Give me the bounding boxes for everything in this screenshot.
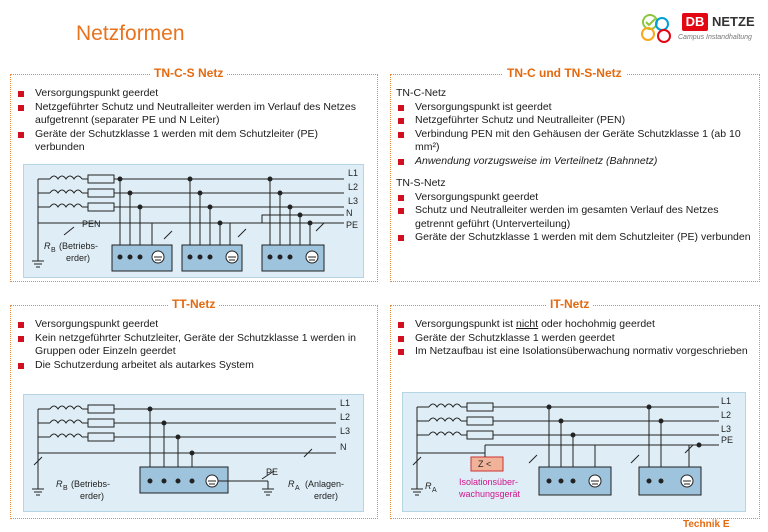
list-item: Geräte der Schutzklasse 1 werden mit dem… (16, 128, 368, 155)
line-label: L1 (721, 396, 731, 406)
it-list: Versorgungspunkt ist nicht oder hochohmi… (396, 318, 754, 359)
monitor-label: Z < (478, 459, 491, 469)
tncs-list: Versorgungspunkt geerdet Netzgeführter S… (16, 87, 368, 155)
footer-label: Technik E (683, 519, 730, 530)
list-item: Versorgungspunkt ist geerdet (396, 101, 754, 115)
tnc-heading: TN-C-Netz (396, 87, 447, 99)
tt-list: Versorgungspunkt geerdet Kein netzgeführ… (16, 318, 368, 372)
it-section: IT-Netz (390, 297, 760, 519)
line-label: L3 (340, 426, 350, 436)
svg-text:B: B (63, 485, 68, 492)
svg-text:R: R (425, 481, 432, 491)
list-item: Versorgungspunkt geerdet (396, 191, 754, 205)
line-label: L1 (340, 398, 350, 408)
line-label: L2 (348, 182, 358, 192)
pen-label: PEN (82, 219, 101, 229)
list-item: Versorgungspunkt geerdet (16, 87, 368, 101)
list-item: Die Schutzerdung arbeitet als autarkes S… (16, 359, 368, 373)
it-diagram: L1 L2 L3 PE Z < R A Isolationsüber- wach… (402, 392, 746, 512)
transformer-coils (37, 175, 83, 223)
line-label: N (340, 442, 347, 452)
line-label: L2 (721, 410, 731, 420)
svg-text:wachungsgerät: wachungsgerät (458, 489, 521, 499)
list-item: Schutz und Neutralleiter werden im gesam… (396, 204, 754, 231)
svg-text:(Anlagen-: (Anlagen- (305, 479, 344, 489)
list-item: Geräte der Schutzklasse 1 werden geerdet (396, 332, 754, 346)
list-item: Kein netzgeführter Schutzleiter, Geräte … (16, 332, 368, 359)
tncs-title: TN-C-S Netz (150, 66, 228, 80)
line-label: L1 (348, 168, 358, 178)
line-label: N (346, 208, 353, 218)
line-label: PE (721, 435, 733, 445)
svg-text:erder): erder) (80, 491, 104, 501)
svg-text:(Betriebs-: (Betriebs- (71, 479, 110, 489)
line-label: PE (346, 220, 358, 230)
svg-text:(Betriebs-: (Betriebs- (59, 241, 98, 251)
tt-diagram: L1 L2 L3 N PE R B (Betriebs- erder) R A … (23, 394, 364, 512)
tncs-section: TN-C-S Netz (10, 66, 378, 282)
list-item: Geräte der Schutzklasse 1 werden mit dem… (396, 231, 754, 245)
svg-text:erder): erder) (314, 491, 338, 501)
svg-text:Isolationsüber-: Isolationsüber- (459, 477, 518, 487)
it-title: IT-Netz (546, 297, 594, 311)
campus-logo-icon (641, 14, 671, 43)
svg-text:A: A (432, 487, 437, 494)
db-logo: DB (682, 13, 708, 31)
svg-text:R: R (288, 479, 295, 489)
list-item: Versorgungspunkt ist nicht oder hochohmi… (396, 318, 754, 332)
list-item: Versorgungspunkt geerdet (16, 318, 368, 332)
netze-logo-text: NETZE (712, 14, 755, 29)
tnc-tns-title: TN-C und TN-S-Netz (503, 66, 626, 80)
line-label: L3 (348, 196, 358, 206)
list-item: Verbindung PEN mit den Gehäusen der Gerä… (396, 128, 754, 155)
tt-section: TT-Netz (10, 297, 378, 519)
list-item: Netzgeführter Schutz und Neutralleiter w… (16, 101, 368, 128)
tncs-diagram: L1 L2 L3 N PE PEN R B (Betriebs- erder) (23, 164, 364, 278)
list-item: Netzgeführter Schutz und Neutralleiter (… (396, 114, 754, 128)
svg-text:B: B (51, 247, 56, 254)
logo-subtitle: Campus Instandhaltung (678, 34, 752, 41)
svg-text:erder): erder) (66, 253, 90, 263)
svg-text:R: R (56, 479, 63, 489)
tnc-tns-list: TN-C-Netz Versorgungspunkt ist geerdet N… (396, 87, 754, 245)
line-label: L2 (340, 412, 350, 422)
tns-heading: TN-S-Netz (396, 177, 446, 189)
list-item: Anwendung vorzugsweise im Verteilnetz (B… (396, 155, 754, 169)
tnc-tns-section: TN-C und TN-S-Netz (390, 66, 760, 282)
line-label: L3 (721, 424, 731, 434)
list-item: Im Netzaufbau ist eine Isolationsüberwac… (396, 345, 754, 359)
svg-text:R: R (44, 241, 51, 251)
tt-title: TT-Netz (168, 297, 220, 311)
page-title: Netzformen (76, 22, 185, 45)
svg-text:A: A (295, 485, 300, 492)
pe-label: PE (266, 467, 278, 477)
